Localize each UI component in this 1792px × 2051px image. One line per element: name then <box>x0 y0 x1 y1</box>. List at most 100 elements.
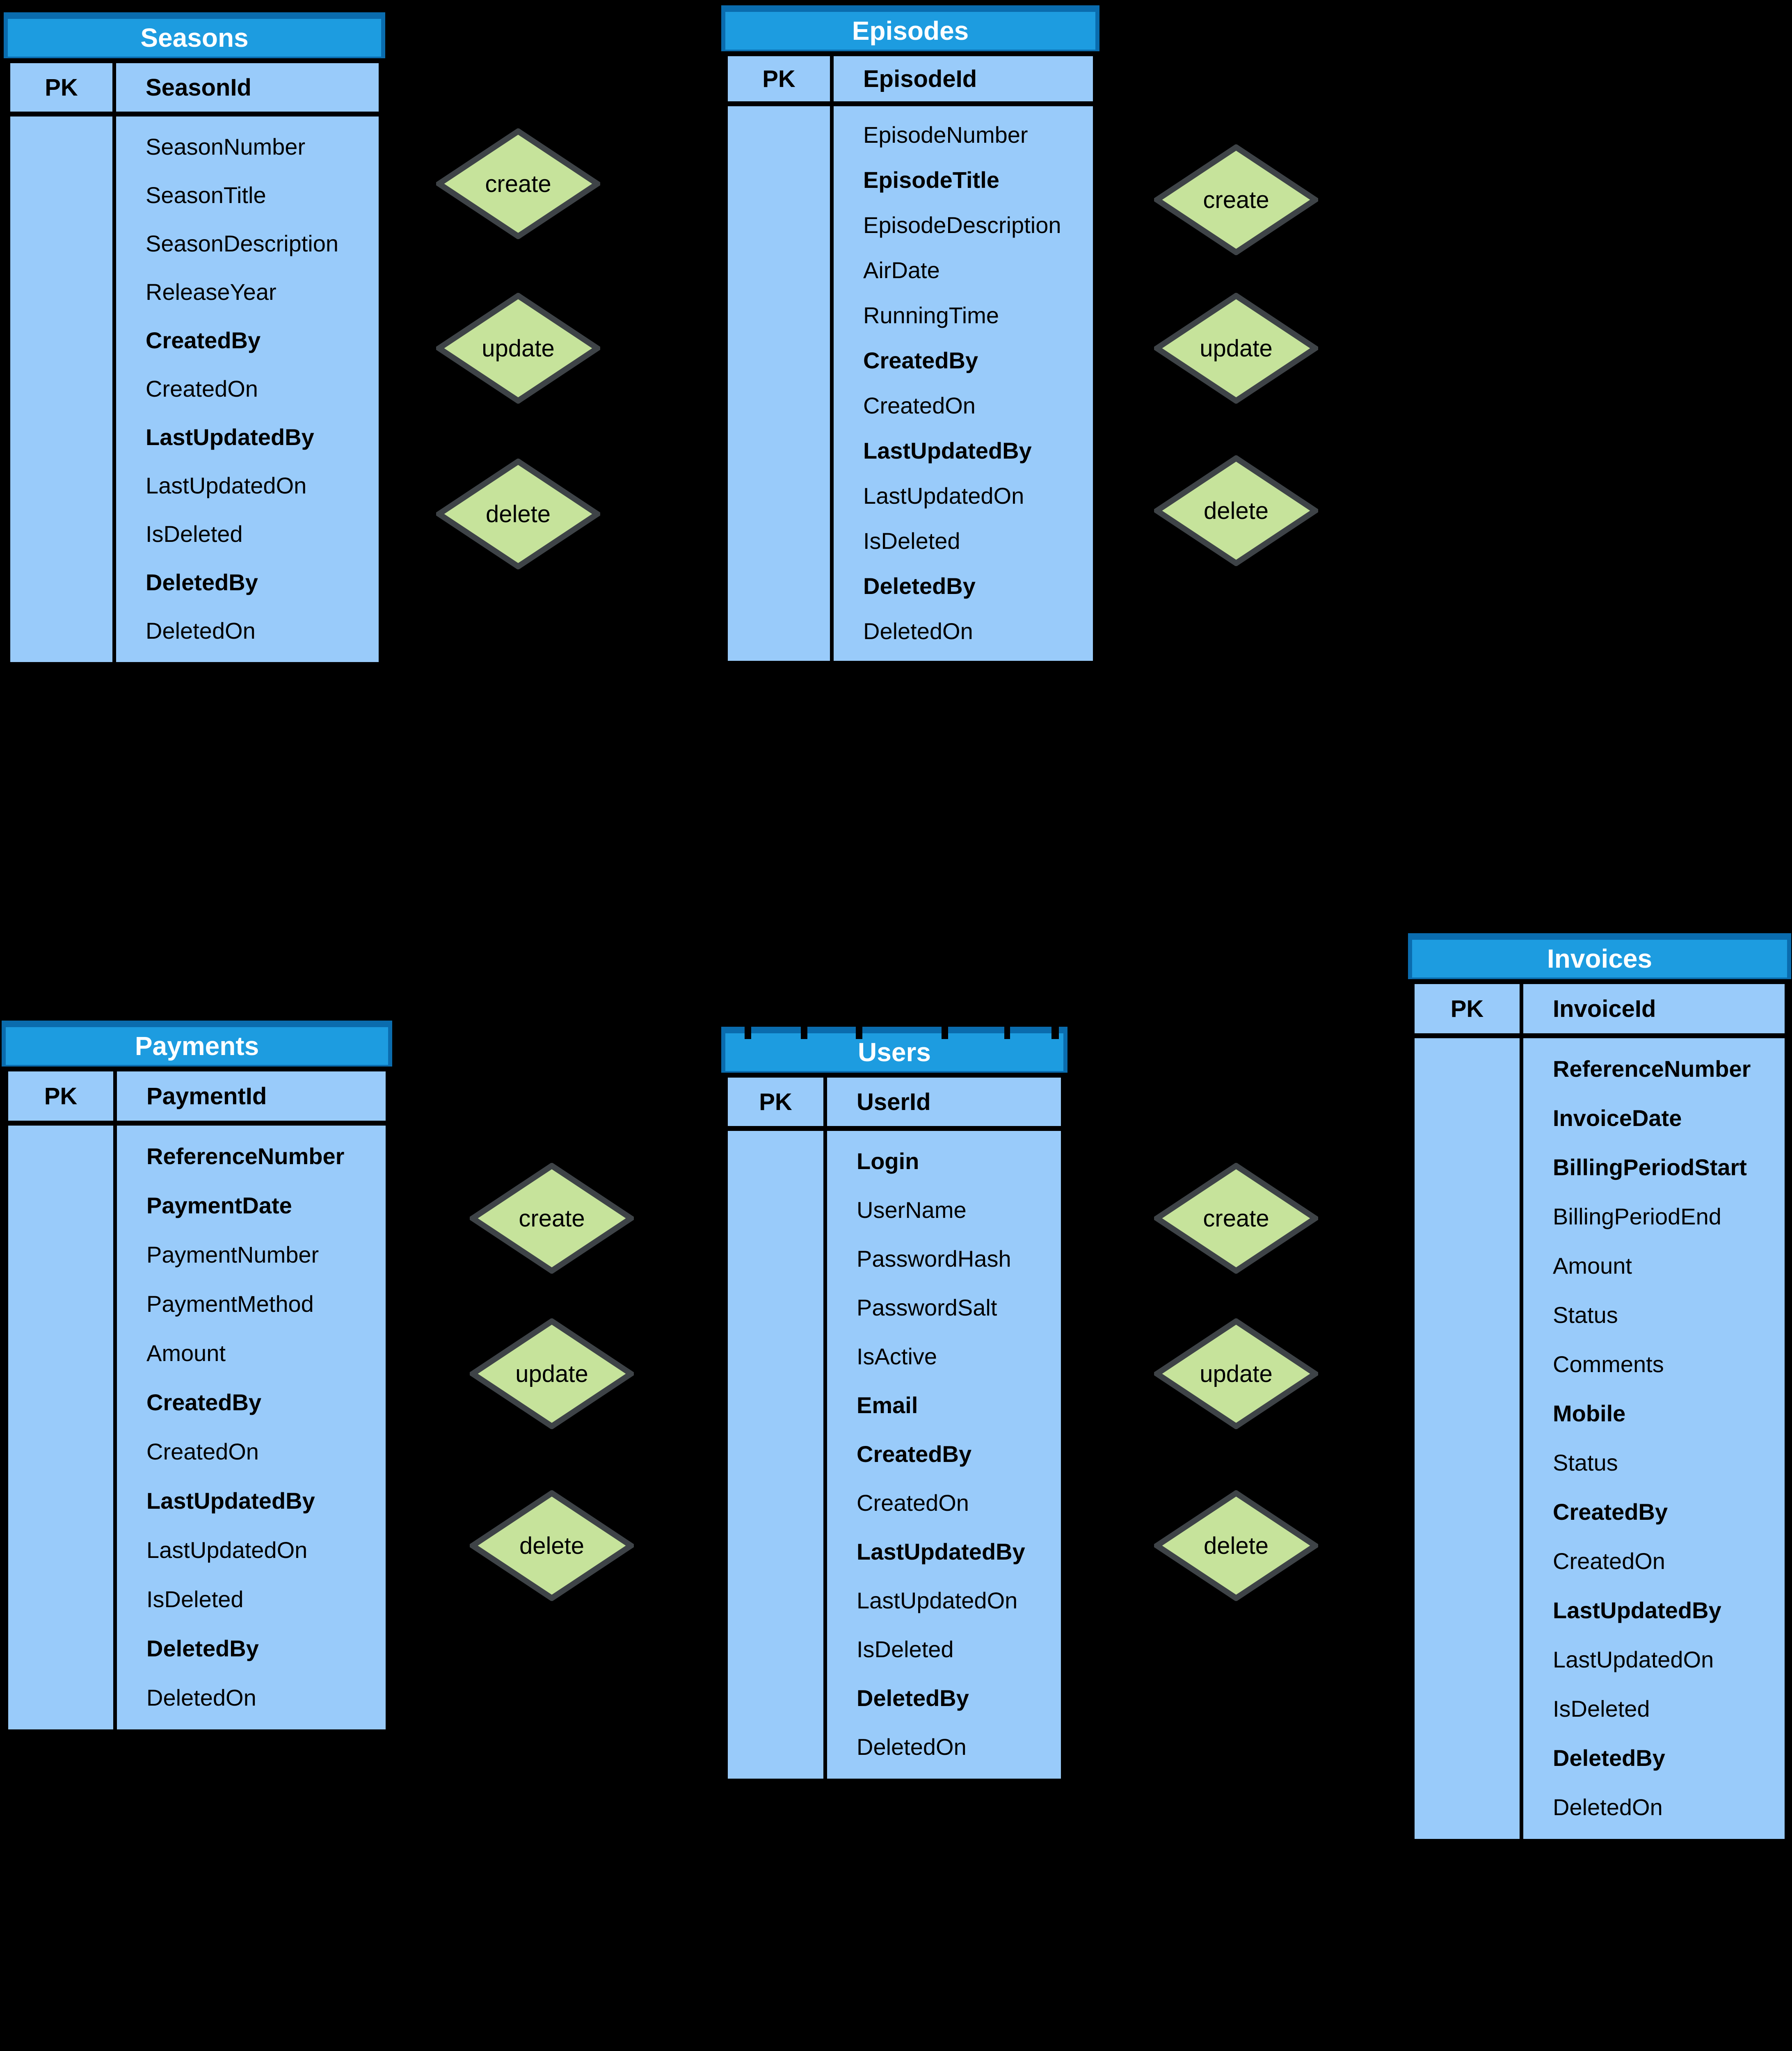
field-name: PaymentNumber <box>146 1241 319 1268</box>
field-name: InvoiceDate <box>1553 1105 1682 1131</box>
field-name: Login <box>857 1148 919 1174</box>
action-diamond-create[interactable]: create <box>436 128 600 239</box>
obscured-text-fragment <box>745 1027 751 1039</box>
diamond-shape-icon <box>1154 455 1318 566</box>
diamond-shape-icon <box>470 1163 634 1274</box>
diamond-shape-icon <box>1154 1163 1318 1274</box>
action-diamond-delete[interactable]: delete <box>1154 455 1318 566</box>
field-name: Status <box>1553 1302 1618 1328</box>
primary-key-field: PaymentId <box>146 1083 267 1110</box>
action-diamond-create[interactable]: create <box>470 1163 634 1274</box>
field-name: LastUpdatedOn <box>857 1587 1018 1613</box>
primary-key-row: PK UserId <box>728 1078 1061 1131</box>
action-diamond-delete[interactable]: delete <box>1154 1490 1318 1601</box>
field-name: CreatedBy <box>857 1441 972 1467</box>
table-title-invoices: Invoices <box>1408 933 1791 979</box>
pk-badge: PK <box>10 63 116 112</box>
obscured-text-fragment <box>942 1027 948 1039</box>
field-name: CreatedOn <box>857 1490 969 1516</box>
field-name: AirDate <box>863 257 940 283</box>
diamond-label: update <box>1200 1360 1273 1387</box>
field-name: LastUpdatedOn <box>146 1537 308 1563</box>
table-title-seasons: Seasons <box>4 12 385 58</box>
field-name: EpisodeDescription <box>863 212 1061 238</box>
action-diamond-delete[interactable]: delete <box>436 459 600 569</box>
action-diamond-update[interactable]: update <box>1154 1318 1318 1429</box>
diamond-shape-icon <box>436 459 600 569</box>
field-name: IsActive <box>857 1343 937 1369</box>
action-diamond-create[interactable]: create <box>1154 144 1318 255</box>
field-name: LastUpdatedOn <box>863 482 1024 509</box>
obscured-text-fragment <box>1051 1027 1059 1039</box>
field-name: DeletedOn <box>863 618 973 644</box>
field-name: ReferenceNumber <box>146 1143 345 1169</box>
field-name: Status <box>1553 1449 1618 1475</box>
table-title-text: Payments <box>135 1031 259 1061</box>
pk-column <box>728 1131 827 1779</box>
action-diamond-update[interactable]: update <box>470 1318 634 1429</box>
field-name: DeletedOn <box>857 1734 967 1760</box>
primary-key-field: EpisodeId <box>863 65 977 92</box>
field-name: SeasonDescription <box>146 230 339 256</box>
field-name: PaymentDate <box>146 1192 292 1218</box>
field-name: LastUpdatedOn <box>1553 1646 1714 1672</box>
field-name: DeletedOn <box>1553 1794 1663 1820</box>
field-name: ReferenceNumber <box>1553 1055 1751 1082</box>
diamond-label: update <box>1200 335 1273 362</box>
diamond-shape-icon <box>470 1490 634 1601</box>
field-name: CreatedBy <box>146 1389 262 1415</box>
diamond-label: delete <box>1203 1532 1269 1559</box>
primary-key-field: InvoiceId <box>1553 995 1656 1022</box>
table-title-users: Users <box>721 1027 1067 1073</box>
field-name: DeletedBy <box>146 569 258 595</box>
diamond-shape-icon <box>1154 144 1318 255</box>
field-name: Email <box>857 1392 918 1418</box>
pk-column <box>1415 1038 1523 1839</box>
field-name: PasswordSalt <box>857 1295 997 1320</box>
field-name: IsDeleted <box>857 1636 954 1662</box>
diamond-label: update <box>482 335 555 362</box>
field-name: IsDeleted <box>146 1586 244 1612</box>
action-diamond-update[interactable]: update <box>436 293 600 404</box>
field-name: LastUpdatedOn <box>146 472 307 498</box>
field-name: Mobile <box>1553 1400 1626 1426</box>
pk-column <box>10 116 116 662</box>
field-name: Amount <box>1553 1252 1632 1279</box>
action-diamond-update[interactable]: update <box>1154 293 1318 404</box>
diamond-shape-icon <box>436 293 600 404</box>
diamond-label: create <box>1203 1205 1269 1232</box>
field-name: UserName <box>857 1197 967 1223</box>
field-name: CreatedBy <box>863 347 978 373</box>
pk-badge: PK <box>8 1071 117 1121</box>
table-title-text: Invoices <box>1547 944 1653 973</box>
field-name: EpisodeNumber <box>863 121 1028 148</box>
diamond-label: delete <box>519 1532 585 1559</box>
primary-key-row: PK InvoiceId <box>1415 984 1785 1038</box>
action-diamond-create[interactable]: create <box>1154 1163 1318 1274</box>
table-title-text: Episodes <box>852 16 969 46</box>
field-name: IsDeleted <box>863 528 960 554</box>
table-title-text: Seasons <box>140 23 249 53</box>
field-name: LastUpdatedBy <box>863 437 1032 464</box>
field-name: CreatedBy <box>1553 1498 1668 1525</box>
field-name: RunningTime <box>863 302 999 328</box>
action-diamond-delete[interactable]: delete <box>470 1490 634 1601</box>
diamond-shape-icon <box>1154 293 1318 404</box>
diamond-label: create <box>1203 186 1269 213</box>
field-name: DeletedBy <box>857 1685 969 1711</box>
field-name: EpisodeTitle <box>863 167 999 193</box>
obscured-text-fragment <box>1004 1027 1010 1039</box>
